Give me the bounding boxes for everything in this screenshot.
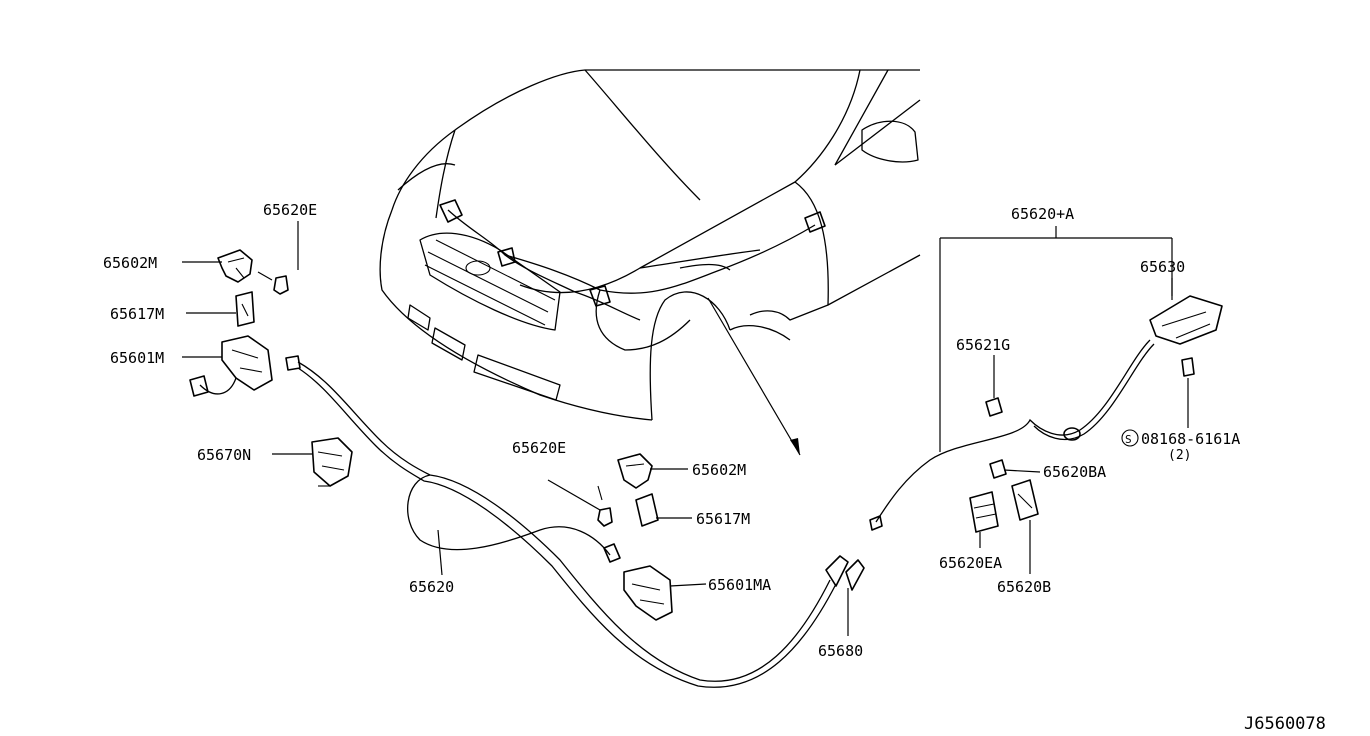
direction-arrow (707, 297, 801, 456)
label-65620B: 65620B (997, 578, 1051, 596)
label-65621G: 65621G (956, 336, 1010, 354)
part-65620BA-drawing (989, 459, 1007, 479)
part-65617M-left-drawing (235, 291, 255, 327)
part-65601M-drawing (189, 335, 273, 397)
drawing-id: J6560078 (1244, 714, 1326, 734)
label-65620: 65620 (409, 578, 454, 596)
part-65602M-left-drawing (217, 249, 253, 283)
part-65680-drawing (825, 555, 865, 591)
label-08168-qty: (2) (1168, 448, 1191, 463)
part-65620EA-drawing (969, 491, 999, 533)
label-65620BA: 65620BA (1043, 463, 1106, 481)
label-65620A: 65620+A (1011, 205, 1074, 223)
label-65601MA: 65601MA (708, 576, 771, 594)
label-65620EA: 65620EA (939, 554, 1002, 572)
part-65602M-mid-drawing (617, 453, 653, 489)
label-65620E-mid: 65620E (512, 439, 566, 457)
label-65620E-top: 65620E (263, 201, 317, 219)
leader-lines (182, 221, 1189, 636)
label-65617M-left: 65617M (110, 305, 164, 323)
part-65617M-mid-drawing (635, 493, 659, 527)
label-08168-prefix: S (1125, 433, 1132, 446)
label-65670N: 65670N (197, 446, 251, 464)
part-65620B-drawing (1011, 479, 1039, 521)
label-65602M-mid: 65602M (692, 461, 746, 479)
part-65630-drawing (1149, 295, 1223, 345)
special-symbol-circle (1121, 429, 1139, 447)
label-65680: 65680 (818, 642, 863, 660)
vehicle-front-illustration (379, 69, 921, 421)
part-65620E-mid-drawing (597, 485, 613, 527)
label-65617M-mid: 65617M (696, 510, 750, 528)
part-65620-cable (285, 355, 837, 688)
part-08168-bolt-drawing (1181, 357, 1195, 377)
part-65620A-cable (869, 339, 1155, 531)
label-65630: 65630 (1140, 258, 1185, 276)
part-65601MA-drawing (623, 565, 673, 621)
part-65620E-left-drawing (257, 271, 289, 295)
arrow-head (790, 438, 800, 455)
label-65601M: 65601M (110, 349, 164, 367)
label-08168: 08168-6161A (1141, 430, 1240, 448)
part-65621G-drawing (985, 397, 1003, 417)
label-65602M-left: 65602M (103, 254, 157, 272)
part-65670N-drawing (311, 437, 353, 487)
